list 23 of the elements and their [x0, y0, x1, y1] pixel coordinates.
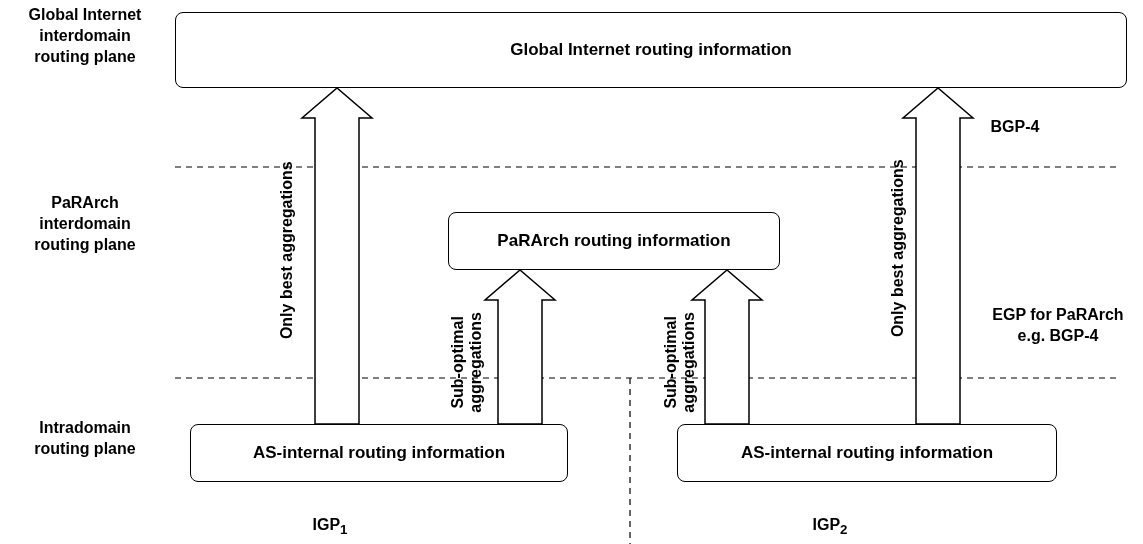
process-box [677, 424, 1057, 482]
protocol-label: BGP-4 [989, 117, 1041, 137]
edge-label: Only best aggregations [888, 159, 907, 338]
plane-label: Global Internet interdomain routing plane [27, 5, 143, 67]
box-label: AS-internal routing information [252, 443, 506, 463]
process-box [448, 212, 780, 270]
edge-label: Sub-optimal aggregations [661, 310, 698, 415]
box-label: PaRArch routing information [497, 231, 731, 251]
protocol-label: IGP$_{1}$ [311, 515, 349, 539]
box-label: Global Internet routing information [510, 40, 792, 60]
box-label: AS-internal routing information [740, 443, 994, 463]
process-box [190, 424, 568, 482]
protocol-label: EGP for PaRArch e.g. BGP-4 [991, 305, 1125, 346]
plane-label: Intradomain routing plane [33, 418, 137, 459]
plane-label: PaRArch interdomain routing plane [33, 193, 137, 255]
edge-label: Only best aggregations [277, 161, 296, 340]
block-arrow [689, 269, 765, 425]
block-arrow [482, 269, 558, 425]
block-arrow [299, 87, 375, 425]
block-arrow [900, 87, 976, 425]
protocol-label: IGP$_{2}$ [811, 515, 849, 539]
process-box [175, 12, 1127, 88]
edge-label: Sub-optimal aggregations [448, 310, 485, 415]
